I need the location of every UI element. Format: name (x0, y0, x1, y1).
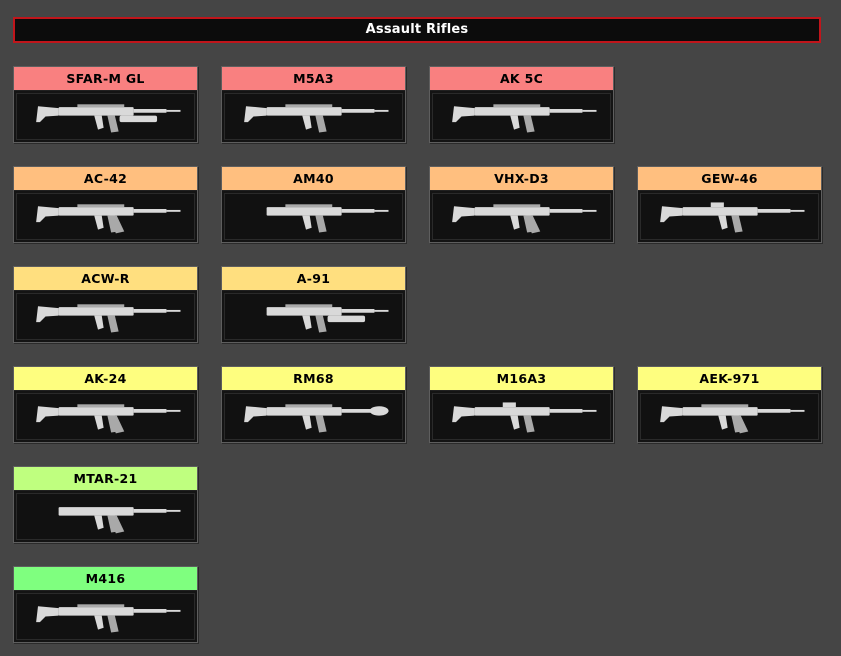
weapon-card-aek-971[interactable]: AEK-971 (637, 366, 822, 443)
weapon-name-label: MTAR-21 (14, 467, 197, 491)
weapon-name-label: SFAR-M GL (14, 67, 197, 91)
weapon-name-label: GEW-46 (638, 167, 821, 191)
tier-row-1: SFAR-M GL M5A3 AK 5C (13, 66, 614, 144)
weapon-card-mtar-21[interactable]: MTAR-21 (13, 466, 198, 543)
weapon-name-label: AM40 (222, 167, 405, 191)
weapon-card-ak-5c[interactable]: AK 5C (429, 66, 614, 143)
weapon-card-vhx-d3[interactable]: VHX-D3 (429, 166, 614, 243)
category-title: Assault Rifles (365, 22, 469, 37)
acw-r-rifle-icon (16, 293, 195, 340)
ak-24-rifle-icon (16, 393, 195, 440)
gew-46-rifle-icon (640, 193, 819, 240)
vhx-d3-rifle-icon (432, 193, 611, 240)
rm68-rifle-icon (224, 393, 403, 440)
tier-row-6: M416 (13, 566, 198, 644)
weapon-card-m16a3[interactable]: M16A3 (429, 366, 614, 443)
sfar-m-gl-rifle-icon (16, 93, 195, 140)
weapon-card-ak-24[interactable]: AK-24 (13, 366, 198, 443)
m16a3-rifle-icon (432, 393, 611, 440)
weapon-card-rm68[interactable]: RM68 (221, 366, 406, 443)
weapon-name-label: AC-42 (14, 167, 197, 191)
weapon-card-sfar-m-gl[interactable]: SFAR-M GL (13, 66, 198, 143)
tier-row-5: MTAR-21 (13, 466, 198, 544)
weapon-card-m416[interactable]: M416 (13, 566, 198, 643)
ac-42-rifle-icon (16, 193, 195, 240)
weapon-name-label: M416 (14, 567, 197, 591)
tier-row-2: AC-42 AM40 VHX-D3 GEW-46 (13, 166, 822, 244)
weapon-name-label: M5A3 (222, 67, 405, 91)
weapon-name-label: M16A3 (430, 367, 613, 391)
weapon-name-label: VHX-D3 (430, 167, 613, 191)
m5a3-rifle-icon (224, 93, 403, 140)
mtar-21-rifle-icon (16, 493, 195, 540)
weapon-name-label: A-91 (222, 267, 405, 291)
category-header: Assault Rifles (13, 17, 821, 43)
ak-5c-rifle-icon (432, 93, 611, 140)
weapon-card-acw-r[interactable]: ACW-R (13, 266, 198, 343)
tier-row-4: AK-24 RM68 M16A3 AEK-971 (13, 366, 822, 444)
weapon-name-label: AK-24 (14, 367, 197, 391)
weapon-name-label: ACW-R (14, 267, 197, 291)
am40-rifle-icon (224, 193, 403, 240)
weapon-card-ac-42[interactable]: AC-42 (13, 166, 198, 243)
weapon-name-label: RM68 (222, 367, 405, 391)
a-91-rifle-icon (224, 293, 403, 340)
weapon-card-m5a3[interactable]: M5A3 (221, 66, 406, 143)
aek-971-rifle-icon (640, 393, 819, 440)
weapon-card-a-91[interactable]: A-91 (221, 266, 406, 343)
weapon-name-label: AEK-971 (638, 367, 821, 391)
weapon-card-gew-46[interactable]: GEW-46 (637, 166, 822, 243)
tier-row-3: ACW-R A-91 (13, 266, 406, 344)
weapon-name-label: AK 5C (430, 67, 613, 91)
m416-rifle-icon (16, 593, 195, 640)
weapon-card-am40[interactable]: AM40 (221, 166, 406, 243)
